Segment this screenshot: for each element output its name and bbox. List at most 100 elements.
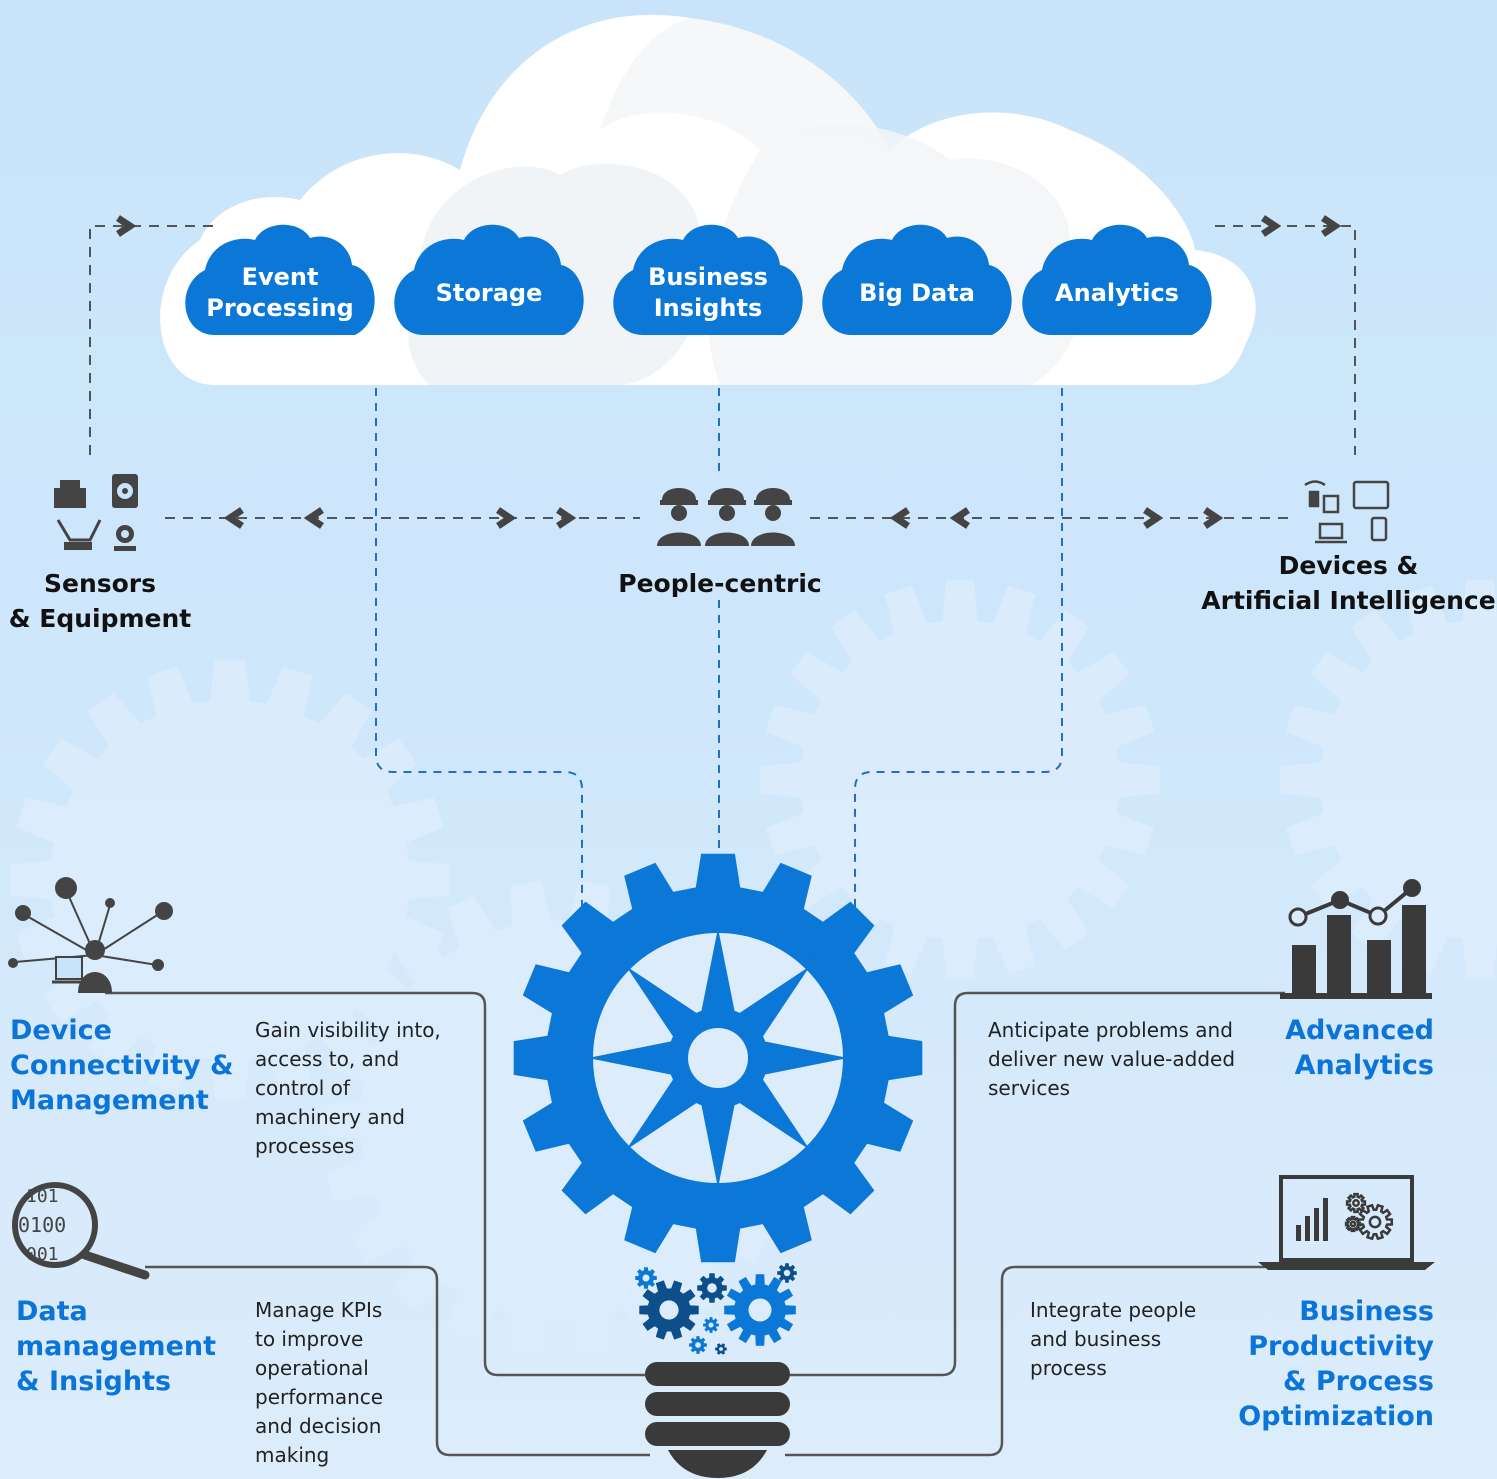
desc-line: and business <box>1030 1327 1162 1351</box>
desc-line: Manage KPIs <box>255 1298 383 1322</box>
connection-lines <box>89 225 1356 1457</box>
background-gear <box>1280 580 1497 980</box>
service-cloud <box>185 224 375 335</box>
sensors-equipment-icon <box>54 474 138 551</box>
service-cloud <box>822 224 1012 335</box>
device-connectivity-title: Device Connectivity & Management <box>10 1013 234 1118</box>
laptop-gear-hole <box>1349 1220 1357 1228</box>
laptop-gear-hole <box>1352 1199 1360 1207</box>
sensors-equipment-label: Sensors & Equipment <box>0 566 200 636</box>
title-line: Connectivity & <box>10 1050 234 1081</box>
desc-line: deliver new value-added <box>988 1047 1236 1071</box>
svg-text:0100: 0100 <box>18 1213 66 1237</box>
gear-spoke <box>700 928 736 1018</box>
device-connectivity-description: Gain visibility into, access to, and con… <box>255 1016 441 1161</box>
cloud-service-label: Big Data <box>827 278 1007 309</box>
laptop-gear-hole <box>1368 1215 1382 1229</box>
data-management-description: Manage KPIs to improve operational perfo… <box>255 1296 383 1470</box>
small-gear-hole <box>708 1322 714 1328</box>
background-gear <box>760 580 1160 980</box>
network-person-icon <box>8 877 173 993</box>
title-line: Device <box>10 1015 112 1046</box>
small-gear-hole <box>783 1269 791 1277</box>
desc-line: services <box>988 1076 1071 1100</box>
small-gear-hole <box>642 1274 650 1282</box>
cloud-service-label-line: Event <box>241 263 319 291</box>
desc-line: process <box>1030 1356 1107 1380</box>
workers-icon <box>657 488 795 546</box>
sensors-label-line2: & Equipment <box>8 604 192 633</box>
small-gear-hole <box>695 1342 701 1348</box>
cloud-service-label: Analytics <box>1027 278 1207 309</box>
laptop-gear <box>1345 1192 1367 1214</box>
sensors-label-line1: Sensors <box>43 569 157 598</box>
laptop-gear <box>1356 1203 1394 1241</box>
cloud-service-label-line: Business <box>648 263 768 291</box>
advanced-analytics-title: Advanced Analytics <box>1240 1013 1434 1083</box>
flow-arrows <box>116 215 1342 529</box>
title-line: Productivity <box>1248 1331 1434 1362</box>
title-line: Advanced <box>1285 1015 1434 1046</box>
gear-spoke <box>758 1040 848 1076</box>
cloud-service-label-line: Insights <box>653 294 763 322</box>
desc-line: Gain visibility into, <box>255 1018 441 1042</box>
business-productivity-title: Business Productivity & Process Optimiza… <box>1200 1294 1434 1434</box>
gear-spoke <box>588 1040 678 1076</box>
desc-line: making <box>255 1443 330 1467</box>
central-gear-icon <box>513 853 923 1263</box>
small-gear-hole <box>719 1347 723 1351</box>
laptop-chart-gears-icon <box>1258 1175 1435 1270</box>
background-gear <box>10 660 450 1100</box>
desc-line: access to, and <box>255 1047 400 1071</box>
desc-line: and decision <box>255 1414 382 1438</box>
devices-label-line1: Devices & <box>1278 551 1419 580</box>
lightbulb-base-icon <box>645 1362 790 1478</box>
small-gear-hole <box>659 1300 679 1320</box>
cloud-service-label-line: Analytics <box>1055 279 1179 307</box>
title-line: Analytics <box>1294 1050 1434 1081</box>
binary-magnifier-icon: 101 0100 001 <box>12 1182 150 1280</box>
svg-text:001: 001 <box>26 1244 59 1265</box>
devices-label-line2: Artificial Intelligence <box>1201 586 1496 615</box>
title-line: Management <box>10 1085 209 1116</box>
business-productivity-description: Integrate people and business process <box>1030 1296 1196 1383</box>
cloud-service-label-line: Storage <box>435 279 543 307</box>
laptop-gear <box>1344 1215 1362 1233</box>
gear-inner-ring <box>579 919 857 1197</box>
gear-spoke <box>700 1098 736 1188</box>
service-cloud <box>1022 224 1212 335</box>
desc-line: Anticipate problems and <box>988 1018 1233 1042</box>
desc-line: machinery and <box>255 1105 405 1129</box>
desc-line: to improve <box>255 1327 364 1351</box>
advanced-analytics-description: Anticipate problems and deliver new valu… <box>988 1016 1235 1103</box>
cloud-service-label: Storage <box>399 278 579 309</box>
people-centric-label: People-centric <box>590 566 850 601</box>
title-line: & Process <box>1282 1366 1434 1397</box>
small-gear-hole <box>748 1298 772 1322</box>
desc-line: performance <box>255 1385 384 1409</box>
cloud-service-label-line: Big Data <box>859 279 975 307</box>
desc-line: Integrate people <box>1030 1298 1197 1322</box>
desc-line: processes <box>255 1134 355 1158</box>
desc-line: control of <box>255 1076 350 1100</box>
svg-text:101: 101 <box>26 1186 59 1207</box>
gear-axle-hole <box>688 1028 748 1088</box>
service-cloud <box>613 224 803 335</box>
title-line: Data <box>16 1296 88 1327</box>
people-label-line1: People-centric <box>618 569 822 598</box>
title-line: & Insights <box>16 1366 172 1397</box>
bar-chart-icon <box>1280 879 1432 999</box>
service-cloud <box>394 224 584 335</box>
small-gears-icon <box>635 1263 797 1355</box>
data-management-title: Data management & Insights <box>16 1294 216 1399</box>
title-line: management <box>16 1331 217 1362</box>
service-clouds <box>185 224 1212 335</box>
small-gear-hole <box>707 1283 717 1293</box>
desc-line: operational <box>255 1356 369 1380</box>
cloud-service-label-line: Processing <box>206 294 354 322</box>
devices-ai-label: Devices & Artificial Intelligence <box>1200 548 1497 618</box>
